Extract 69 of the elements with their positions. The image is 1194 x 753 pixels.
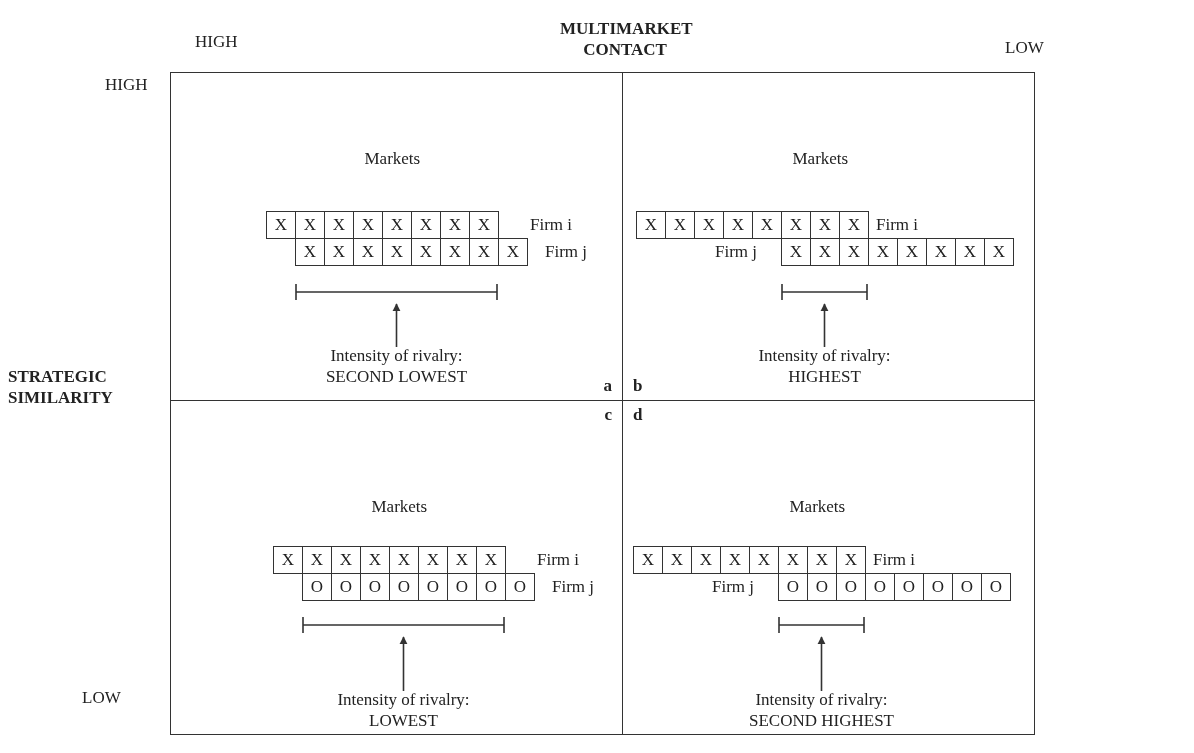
rivalry-caption: Intensity of rivalry: HIGHEST bbox=[704, 345, 945, 387]
market-cell: X bbox=[469, 211, 499, 239]
market-cell: O bbox=[865, 573, 895, 601]
market-cell: O bbox=[952, 573, 982, 601]
axis-level-label: LOW bbox=[82, 688, 121, 708]
firm-label: Firm i bbox=[537, 550, 580, 570]
market-cell: O bbox=[505, 573, 535, 601]
firm-label: Firm j bbox=[552, 577, 595, 597]
markets-label: Markets bbox=[789, 497, 846, 517]
arrow bbox=[817, 636, 826, 692]
panel-letter: b bbox=[633, 376, 643, 396]
span-bracket bbox=[295, 284, 498, 300]
panel-letter: a bbox=[603, 376, 612, 396]
market-cell: O bbox=[923, 573, 953, 601]
span-bracket bbox=[778, 617, 865, 633]
arrow bbox=[820, 303, 829, 348]
market-cell: X bbox=[636, 211, 666, 239]
span-bracket bbox=[781, 284, 868, 300]
market-cell: X bbox=[868, 238, 898, 266]
market-cell: X bbox=[984, 238, 1014, 266]
panel-letter: d bbox=[633, 405, 643, 425]
firm-label: Firm j bbox=[545, 242, 588, 262]
market-cell: X bbox=[720, 546, 750, 574]
firm-label: Firm i bbox=[530, 215, 573, 235]
rivalry-caption: Intensity of rivalry: SECOND HIGHEST bbox=[701, 689, 942, 731]
market-cell: X bbox=[662, 546, 692, 574]
market-cell: X bbox=[665, 211, 695, 239]
market-cell: X bbox=[266, 211, 296, 239]
market-cell: X bbox=[694, 211, 724, 239]
market-cell: X bbox=[498, 238, 528, 266]
arrow bbox=[392, 303, 401, 348]
market-cell: X bbox=[749, 546, 779, 574]
market-cell: X bbox=[295, 238, 325, 266]
market-cell: X bbox=[836, 546, 866, 574]
markets-label: Markets bbox=[364, 149, 421, 169]
quadrant-panel bbox=[170, 400, 623, 735]
axis-level-label: HIGH bbox=[195, 32, 238, 52]
axis-level-label: HIGH bbox=[105, 75, 148, 95]
rivalry-caption: Intensity of rivalry: SECOND LOWEST bbox=[276, 345, 517, 387]
firm-label: Firm j bbox=[712, 577, 755, 597]
firm-label: Firm i bbox=[873, 550, 916, 570]
market-cell: O bbox=[778, 573, 808, 601]
markets-label: Markets bbox=[792, 149, 849, 169]
market-cell: X bbox=[633, 546, 663, 574]
market-cell: X bbox=[955, 238, 985, 266]
market-cell: X bbox=[781, 238, 811, 266]
market-cell: X bbox=[723, 211, 753, 239]
quadrant-panel bbox=[622, 400, 1035, 735]
panel-letter: c bbox=[604, 405, 612, 425]
rivalry-caption: Intensity of rivalry: LOWEST bbox=[283, 689, 524, 731]
market-cell: X bbox=[897, 238, 927, 266]
axis-title: STRATEGIC SIMILARITY bbox=[8, 366, 114, 408]
quadrant-panel bbox=[170, 72, 623, 401]
market-cell: X bbox=[839, 211, 869, 239]
market-cell: O bbox=[302, 573, 332, 601]
firm-label: Firm i bbox=[876, 215, 919, 235]
market-cell: X bbox=[273, 546, 303, 574]
market-cell: X bbox=[691, 546, 721, 574]
span-bracket bbox=[302, 617, 505, 633]
firm-label: Firm j bbox=[715, 242, 758, 262]
markets-label: Markets bbox=[371, 497, 428, 517]
axis-level-label: LOW bbox=[1005, 38, 1044, 58]
market-cell: O bbox=[894, 573, 924, 601]
quadrant-panel bbox=[622, 72, 1035, 401]
market-cell: X bbox=[476, 546, 506, 574]
market-cell: X bbox=[926, 238, 956, 266]
arrow bbox=[399, 636, 408, 692]
market-cell: O bbox=[981, 573, 1011, 601]
market-cell: X bbox=[752, 211, 782, 239]
